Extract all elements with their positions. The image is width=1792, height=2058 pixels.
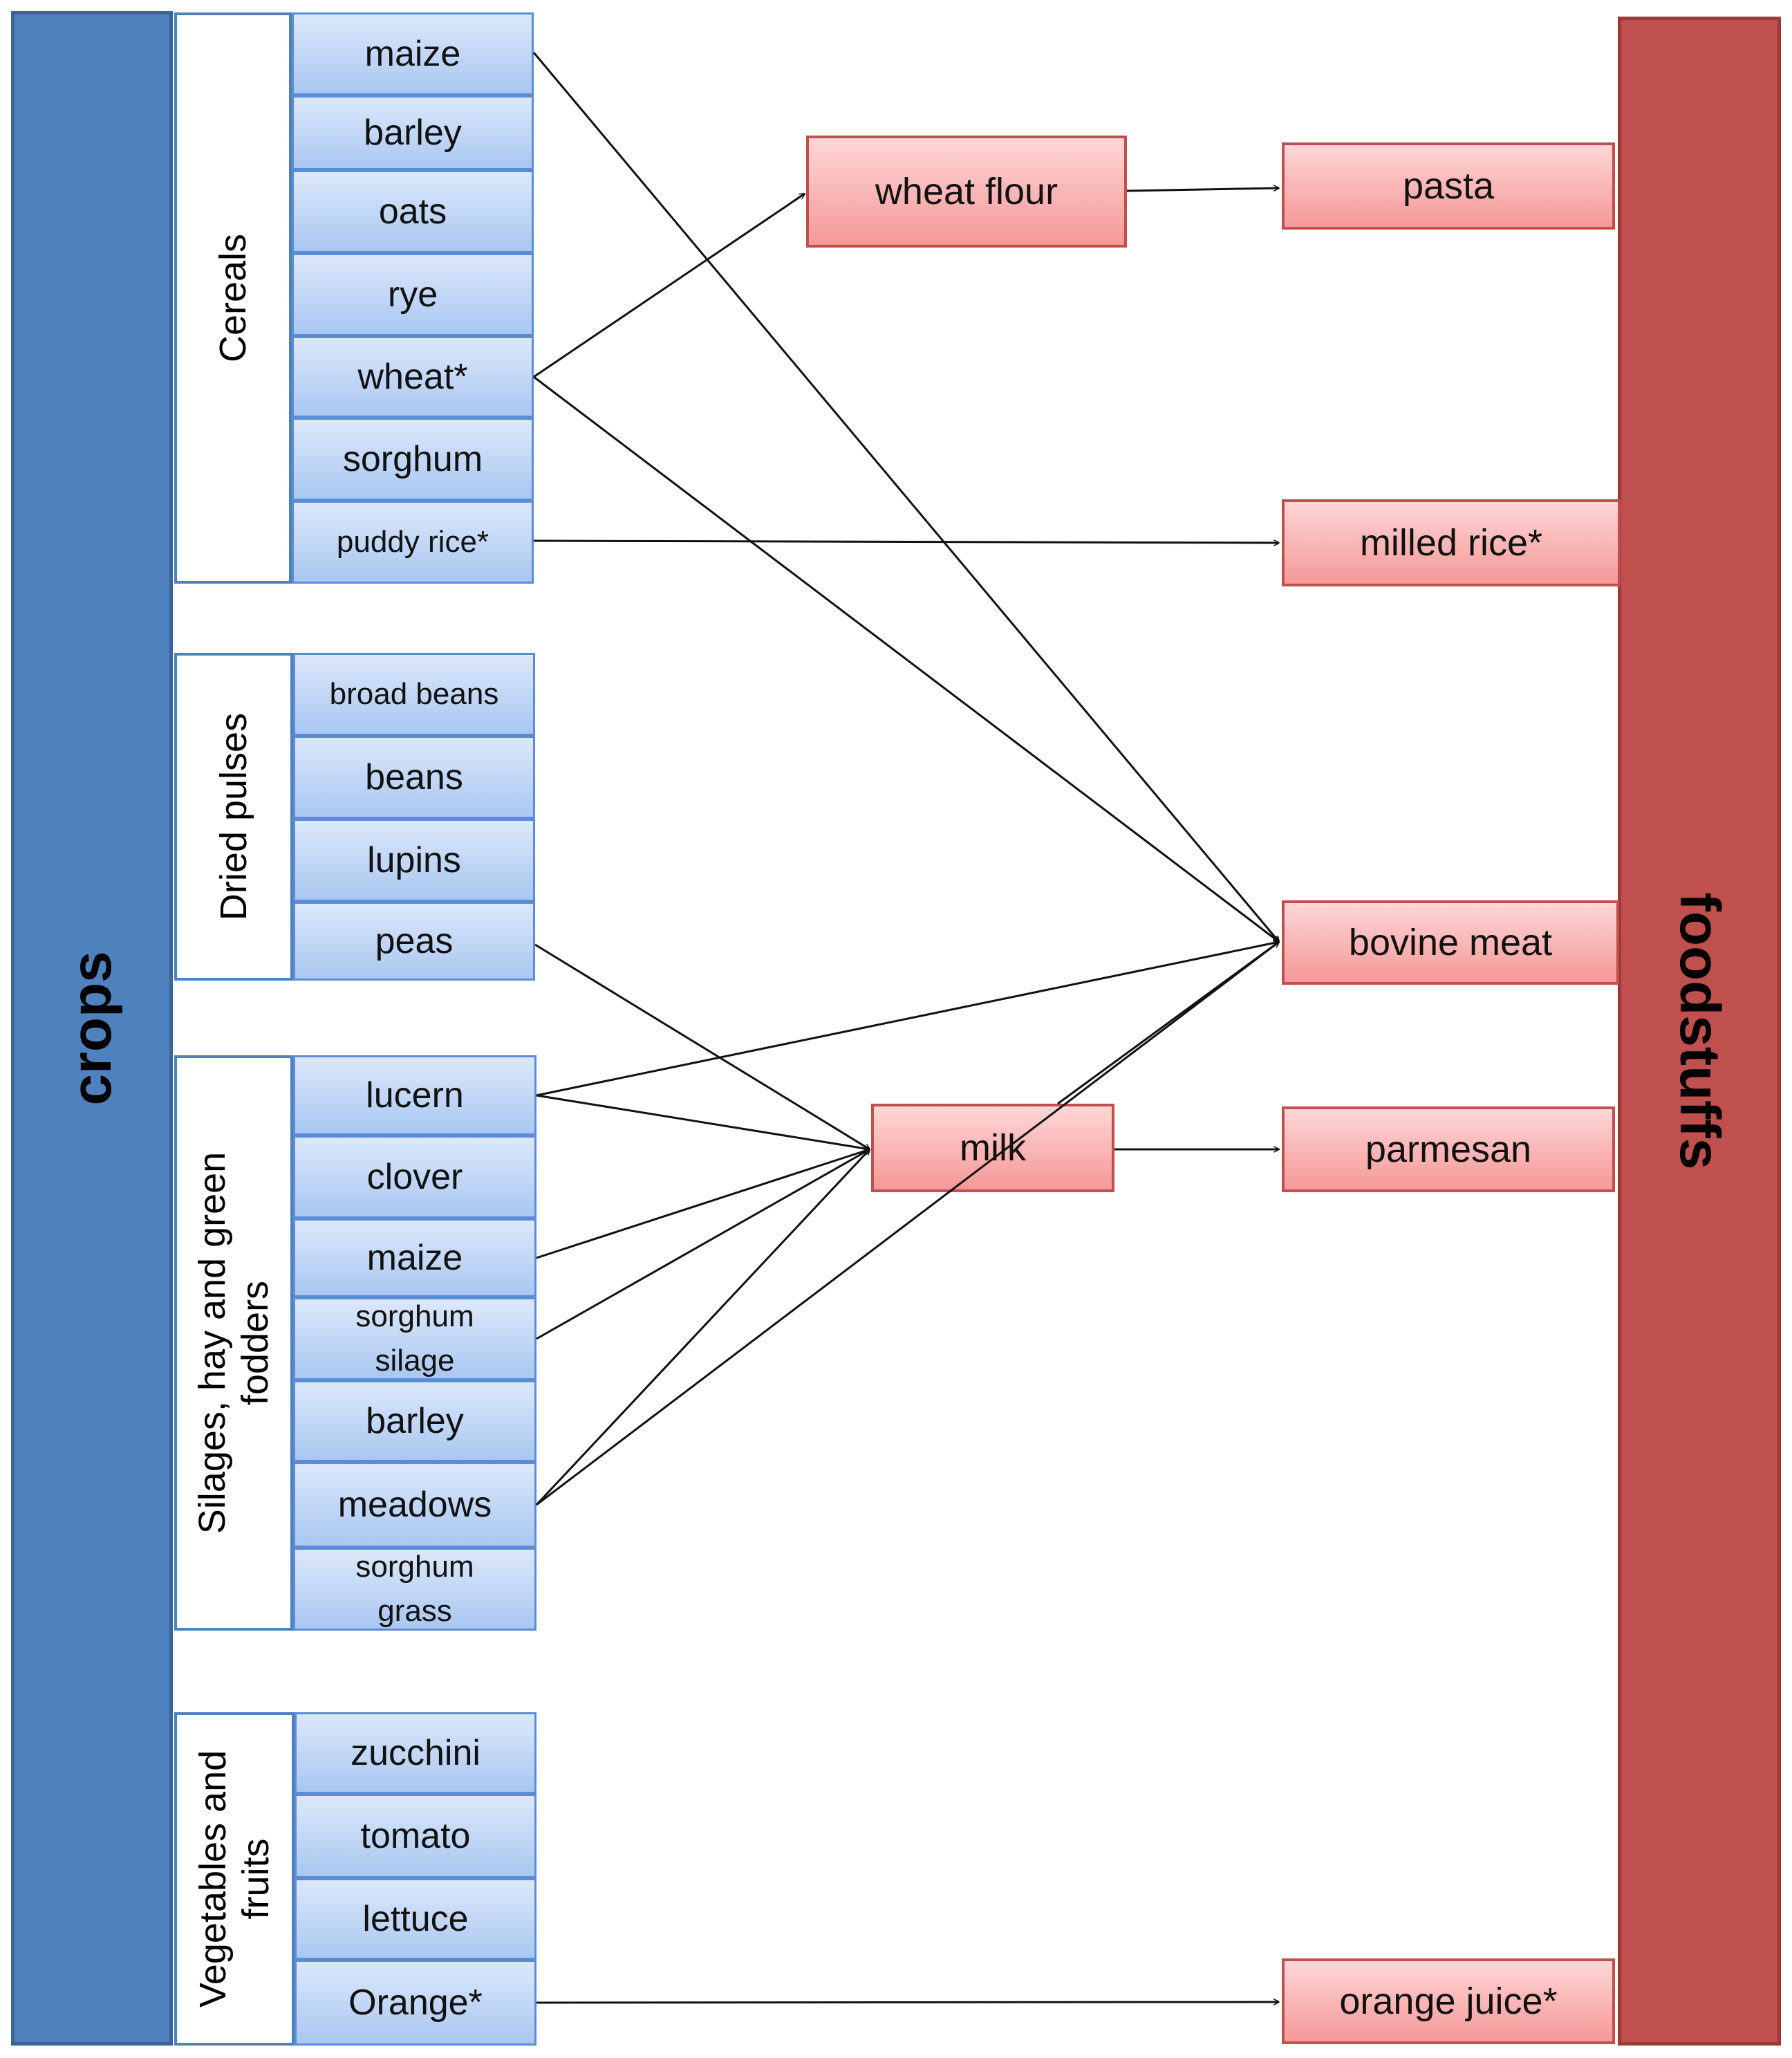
group-silages: Silages, hay and green fodders — [174, 1055, 293, 1631]
arrow-orange-orange-juice — [536, 2002, 1279, 2003]
arrow-lucern-bovine-meat — [536, 942, 1279, 1097]
crop-maize-silage: maize — [293, 1218, 536, 1297]
crop-broad-beans: broad beans — [293, 653, 535, 736]
crop-beans: beans — [293, 736, 535, 819]
crop-rye: rye — [292, 253, 534, 336]
node-orange-juice: orange juice* — [1282, 1958, 1615, 2044]
crop-lupins: lupins — [293, 819, 535, 902]
arrow-maize-bovine-meat — [532, 52, 1279, 942]
arrow-meadows-bovine-meat — [536, 942, 1279, 1506]
group-dried-pulses: Dried pulses — [174, 653, 293, 981]
arrow-meadows-milk — [535, 1149, 870, 1506]
arrow-wheat-wheat-flour — [533, 194, 805, 378]
arrow-maize-milk — [536, 1149, 870, 1259]
crop-sorghum-grass: sorghum grass — [293, 1548, 536, 1631]
crop-sorghum-silage: sorghum silage — [293, 1297, 536, 1380]
node-milk: milk — [871, 1104, 1114, 1192]
arrow-wheat-flour-pasta — [1126, 188, 1279, 192]
crop-tomato: tomato — [295, 1794, 536, 1878]
crop-barley: barley — [292, 95, 534, 170]
crop-peas: peas — [293, 902, 535, 981]
node-milled-rice: milled rice* — [1282, 499, 1621, 586]
group-vegetables-fruits: Vegetables and fruits — [174, 1712, 295, 2046]
arrow-sorghum-silage-milk — [536, 1148, 870, 1340]
crop-zucchini: zucchini — [295, 1712, 536, 1794]
crop-puddy-rice: puddy rice* — [292, 501, 534, 584]
crop-meadows: meadows — [293, 1462, 536, 1548]
arrow-puddy-rice-milled-rice — [533, 541, 1279, 543]
crops-bar: crops — [11, 11, 173, 2046]
crop-clover: clover — [293, 1135, 536, 1218]
arrow-peas-milk — [534, 943, 870, 1151]
crop-sorghum: sorghum — [292, 418, 534, 501]
crop-maize: maize — [292, 12, 534, 95]
node-wheat-flour: wheat flour — [806, 136, 1127, 248]
node-parmesan: parmesan — [1282, 1106, 1615, 1192]
node-pasta: pasta — [1282, 142, 1615, 230]
arrow-wheat-bovine-meat — [533, 376, 1279, 942]
node-bovine-meat: bovine meat — [1282, 900, 1619, 985]
crop-barley-silage: barley — [293, 1380, 536, 1462]
crop-wheat: wheat* — [292, 336, 534, 418]
group-cereals: Cereals — [174, 12, 292, 584]
crop-lettuce: lettuce — [295, 1878, 536, 1960]
arrow-milk-bovine-meat — [1057, 942, 1279, 1105]
crop-oats: oats — [292, 170, 534, 253]
crop-lucern: lucern — [293, 1055, 536, 1135]
arrow-lucern-milk — [536, 1094, 870, 1149]
crop-orange: Orange* — [295, 1960, 536, 2046]
foodstuffs-bar: foodstuffs — [1618, 17, 1781, 2046]
